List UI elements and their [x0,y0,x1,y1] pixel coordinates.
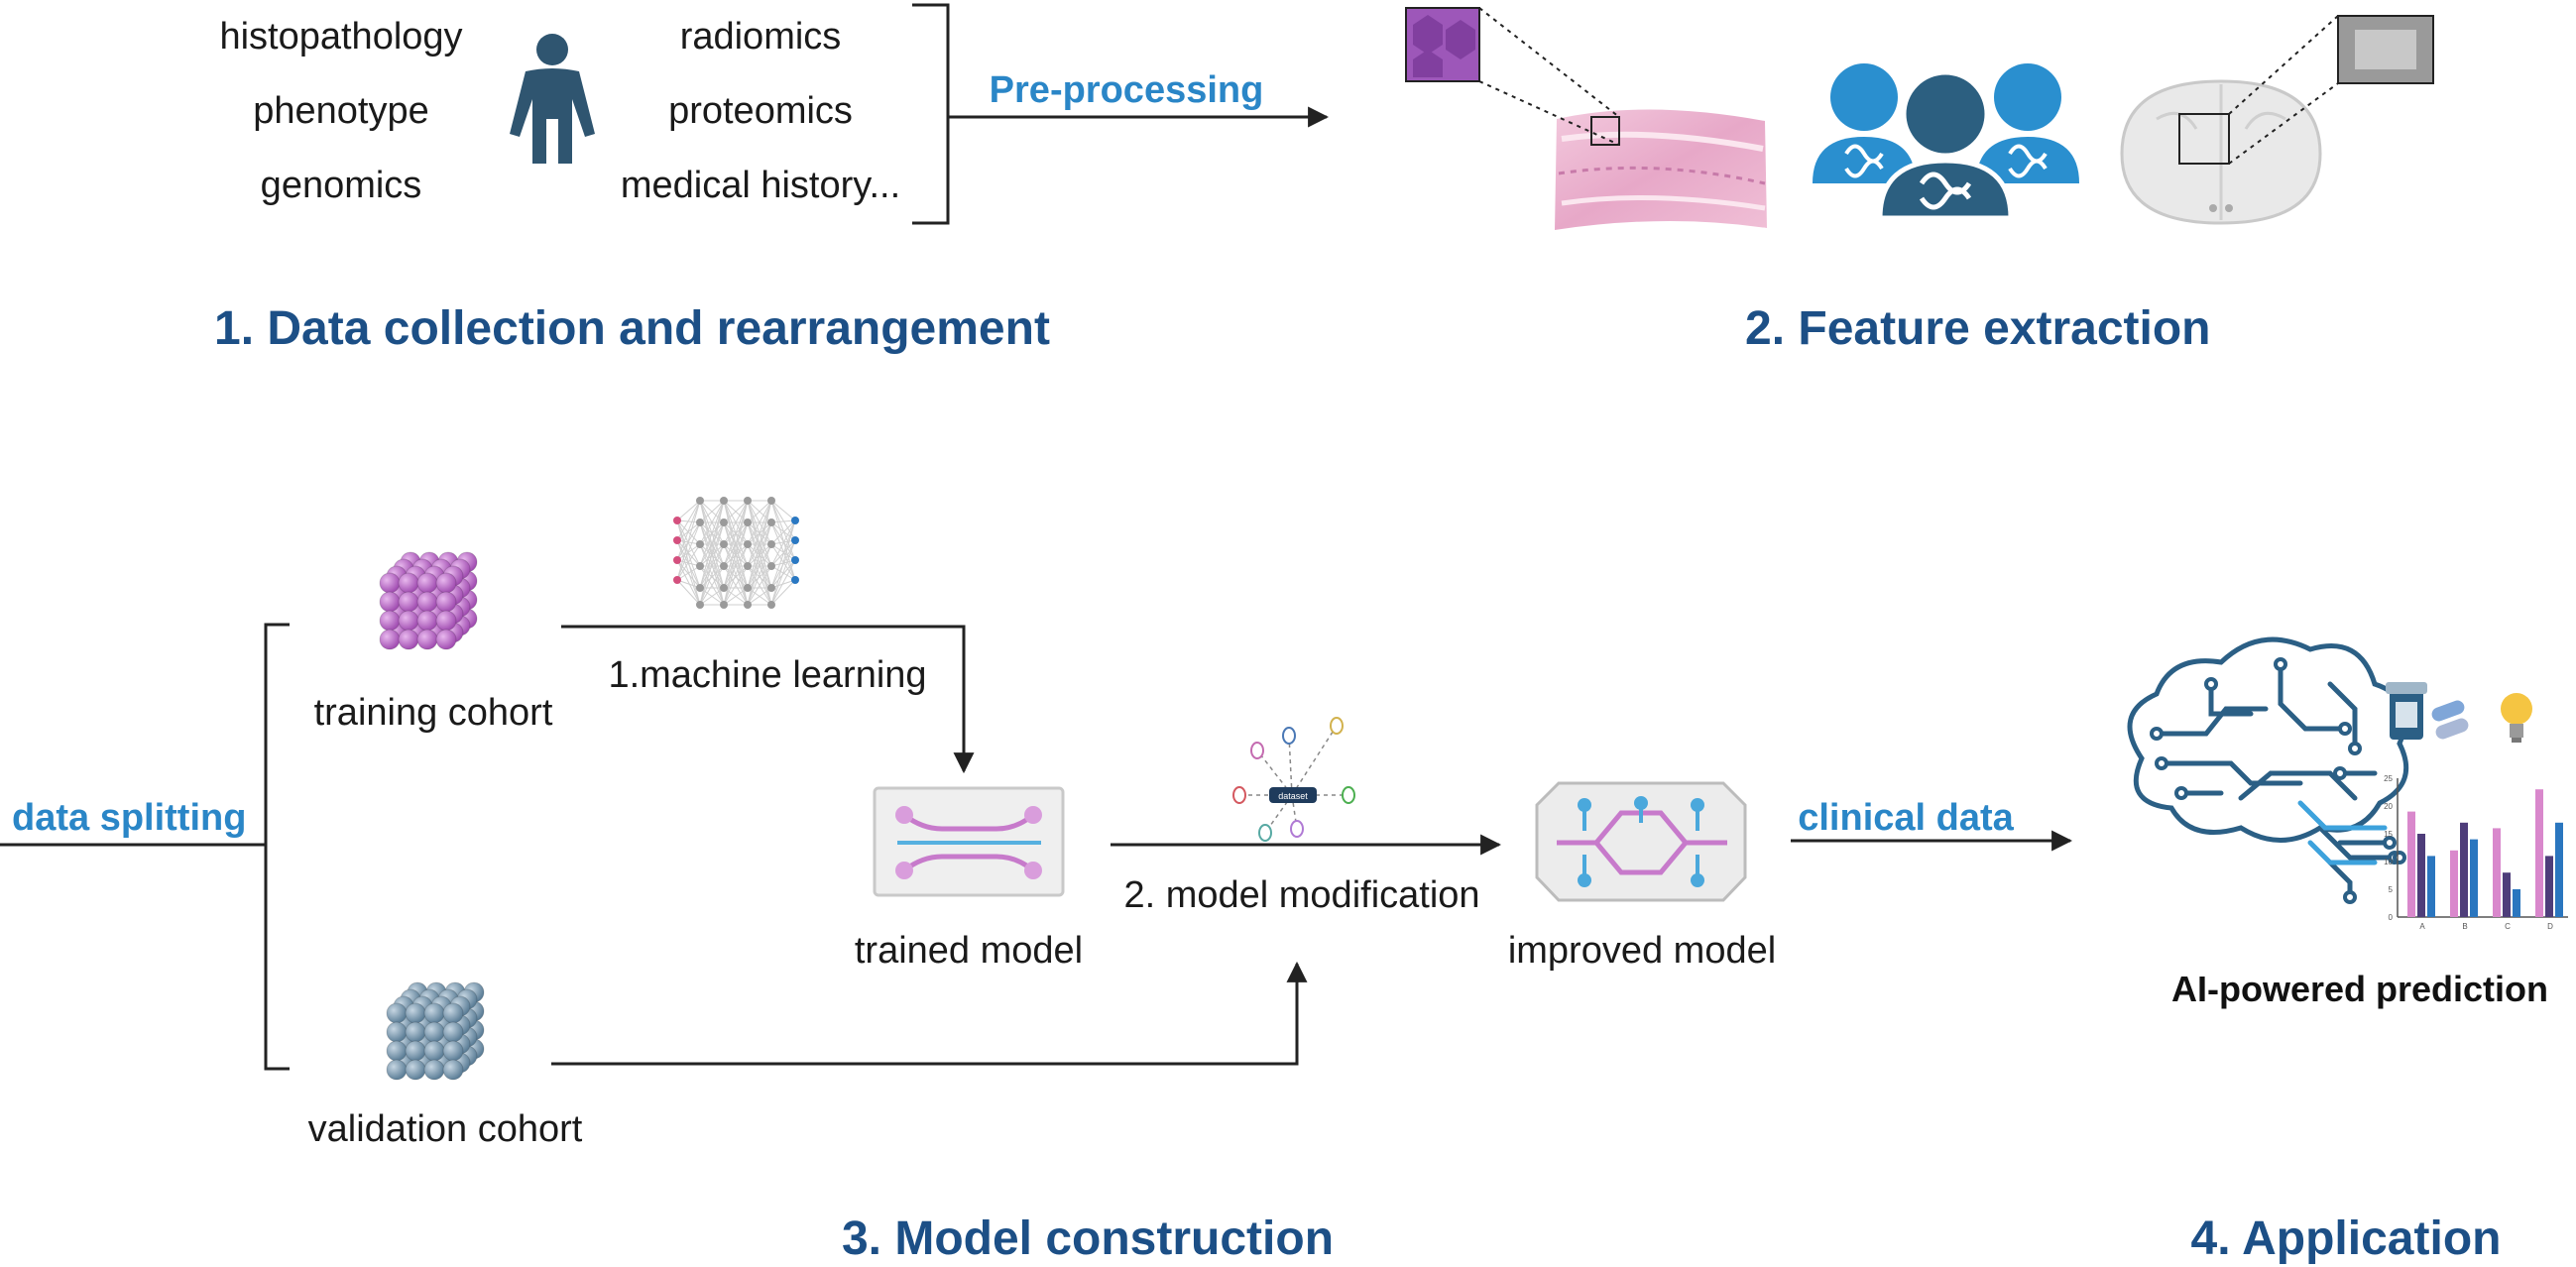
chart-category-label: D [2547,922,2553,931]
chart-bar [2417,834,2425,917]
machine-learning-arrow [561,625,975,774]
training-cohort-label: training cohort [313,692,553,734]
chart-tick-label: 20 [2384,802,2393,811]
item-histopathology: histopathology [219,16,463,58]
item-proteomics: proteomics [668,90,853,132]
chart-bar [2513,889,2520,917]
chart-tick-label: 0 [2389,913,2394,922]
brain-scan-icon [2120,15,2434,225]
chart-bar [2493,828,2501,917]
step1-title: 1. Data collection and rearrangement [214,302,1050,355]
chart-bar [2535,789,2543,917]
trained-model-chip-icon [873,786,1065,897]
dataset-tag: dataset [1278,791,1308,801]
chart-category-label: B [2462,922,2467,931]
medication-icon [2386,682,2469,740]
item-radiomics: radiomics [679,16,842,58]
chart-category-label: A [2419,922,2425,931]
chart-tick-label: 15 [2384,830,2393,839]
clinical-data-label: clinical data [1798,797,2014,839]
chart-category-label: C [2505,922,2511,931]
step3-title: 3. Model construction [841,1212,1335,1265]
machine-learning-label: 1.machine learning [608,654,927,696]
chart-bar [2460,822,2468,917]
dataset-network-icon: dataset [1232,717,1355,842]
neural-network-icon [673,497,799,609]
chart-bar [2427,856,2435,917]
ai-prediction-label: AI-powered prediction [2170,969,2549,1009]
collection-bracket [912,3,950,225]
lightbulb-icon [2501,693,2532,743]
chart-bar [2545,856,2553,917]
data-splitting-label: data splitting [12,797,247,839]
trained-model-label: trained model [854,930,1084,972]
prediction-bar-chart: 0 5 10 15 20 25A B C D [2384,774,2568,931]
chart-tick-label: 10 [2384,858,2393,866]
chart-tick-label: 25 [2384,774,2393,783]
training-cohort-cube-icon [379,551,478,650]
ai-brain-nodes [2150,657,2406,904]
chart-bar [2503,872,2511,917]
validation-cohort-cube-icon [386,981,485,1081]
chart-bar [2407,811,2415,917]
improved-model-chip-icon [1535,781,1747,902]
chart-bar [2450,850,2458,917]
genomics-group-icon [1813,63,2079,221]
improved-model-label: improved model [1507,930,1777,972]
step4-title: 4. Application [2190,1212,2502,1265]
model-modification-label: 2. model modification [1123,874,1480,916]
item-medical-history: medical history... [620,165,901,206]
item-genomics: genomics [260,165,422,206]
chart-bar [2555,822,2563,917]
ai-brain-icon [2127,636,2409,900]
item-phenotype: phenotype [253,90,429,132]
person-icon [510,34,595,164]
chart-tick-label: 5 [2389,885,2394,894]
validation-arrow [551,961,1308,1066]
step2-title: 2. Feature extraction [1745,302,2211,355]
validation-cohort-label: validation cohort [307,1108,583,1150]
split-bracket [264,623,290,1071]
chart-bar [2470,839,2478,917]
histology-slide-icon [1405,7,1767,230]
preprocessing-label: Pre-processing [989,69,1264,111]
